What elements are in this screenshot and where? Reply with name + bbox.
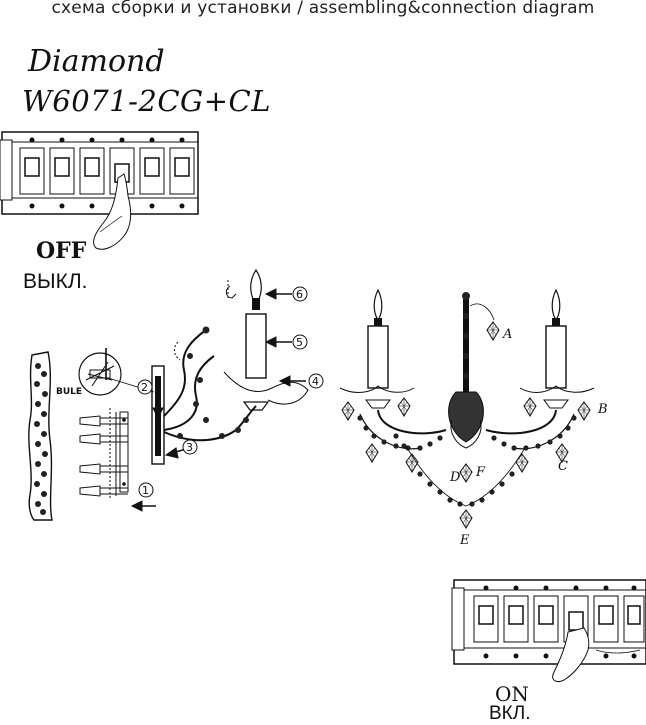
assembled-sconce [339, 288, 595, 529]
part-label-e: E [459, 533, 470, 548]
switch-panel-off [0, 131, 200, 250]
switch-rocker-group-off [19, 147, 195, 195]
switch-rocker-group-on [473, 595, 645, 643]
switch-panel-on [451, 579, 646, 683]
switch-on-label-ru: ВКЛ. [489, 703, 531, 724]
part-label-a: A [502, 327, 512, 342]
step-2-label: 2 [141, 381, 148, 394]
brand-name: Diamond [28, 44, 165, 79]
wiring-detail [78, 348, 122, 396]
hand-icon-on [552, 627, 590, 683]
step-arrows [130, 288, 306, 512]
switch-on-label: ON [495, 682, 529, 706]
model-number: W6071-2CG+CL [22, 84, 271, 118]
part-label-b: B [597, 402, 608, 417]
part-labels: A B C D E F [449, 327, 608, 548]
mounting-plate [119, 411, 129, 493]
candle-bulb [225, 268, 262, 310]
step-6-label: 6 [296, 288, 303, 301]
switch-off-label-ru: ВЫКЛ. [23, 270, 88, 293]
step-markers: 1 2 3 4 5 6 [137, 286, 324, 498]
header-title: схема сборки и установки / assembling&co… [51, 0, 595, 18]
part-label-c: C [558, 459, 568, 474]
wall-anchors [79, 408, 128, 498]
lamp-arm-assembly [151, 326, 270, 465]
wall-label: BULE [56, 387, 82, 397]
hand-icon-off [93, 173, 132, 250]
switch-off-label: OFF [36, 238, 87, 264]
step-1-label: 1 [142, 484, 149, 497]
part-label-d: D [449, 470, 461, 485]
candle-sleeve [245, 313, 267, 379]
step-5-label: 5 [296, 336, 303, 349]
step-3-label: 3 [186, 441, 193, 454]
wall-strip [28, 351, 53, 521]
step-4-label: 4 [312, 375, 319, 388]
diagram-header: схема сборки и установки / assembling&co… [0, 0, 646, 20]
part-label-f: F [475, 465, 486, 480]
